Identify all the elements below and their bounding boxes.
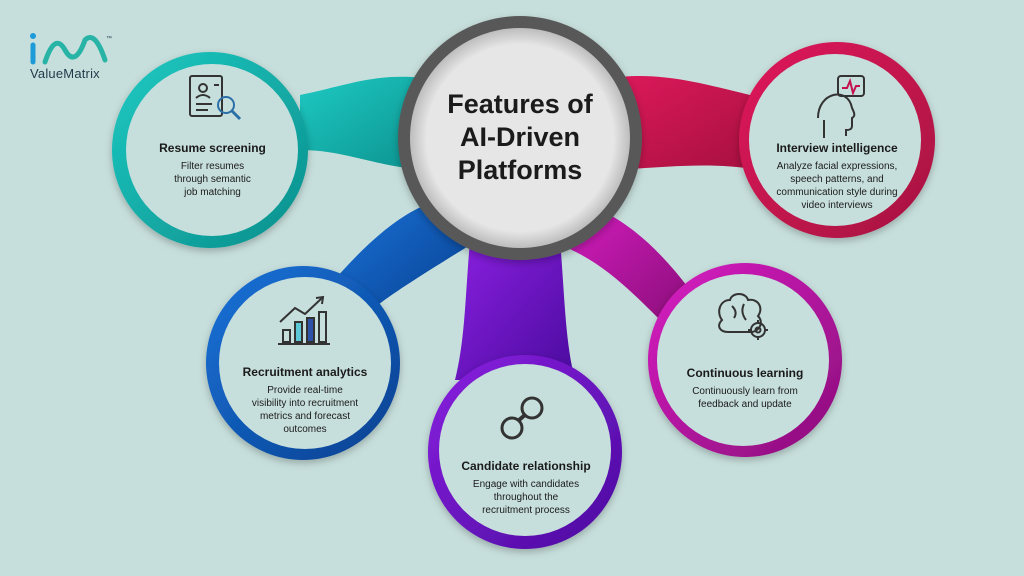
feature-desc-line: outcomes bbox=[283, 424, 327, 435]
feature-title: Recruitment analytics bbox=[242, 365, 368, 379]
feature-recruitment-analytics: Recruitment analytics Provide real-time … bbox=[228, 365, 382, 436]
feature-desc-line: communication style during bbox=[776, 187, 898, 198]
interview-disc bbox=[749, 54, 921, 226]
feature-desc: Analyze facial expressions, speech patte… bbox=[760, 160, 914, 212]
logo-wordmark: ValueMatrix bbox=[30, 66, 100, 81]
feature-desc-line: Engage with candidates bbox=[472, 479, 580, 490]
feature-desc-line: visibility into recruitment bbox=[251, 398, 359, 409]
feature-desc-line: speech patterns, and bbox=[790, 174, 884, 185]
feature-desc-line: video interviews bbox=[801, 200, 873, 211]
center-title-line-3: Platforms bbox=[457, 155, 583, 185]
feature-desc-line: Provide real-time bbox=[267, 385, 343, 396]
chain-link-icon bbox=[500, 396, 544, 440]
resume-search-icon bbox=[189, 75, 242, 121]
feature-title: Continuous learning bbox=[686, 366, 804, 380]
feature-interview-intelligence: Interview intelligence Analyze facial ex… bbox=[760, 141, 914, 212]
feature-desc: Provide real-time visibility into recrui… bbox=[228, 384, 382, 436]
feature-desc-line: feedback and update bbox=[698, 399, 792, 410]
feature-desc-line: Filter resumes bbox=[180, 161, 245, 172]
valuematrix-logo-mark bbox=[30, 33, 108, 65]
candidate-disc bbox=[439, 364, 611, 536]
feature-desc-line: throughout the bbox=[493, 492, 559, 503]
feature-desc-line: recruitment process bbox=[482, 505, 570, 516]
feature-continuous-learning: Continuous learning Continuously learn f… bbox=[670, 366, 820, 411]
logo-trademark: ™ bbox=[106, 36, 112, 42]
resume-disc bbox=[126, 64, 298, 236]
feature-title: Interview intelligence bbox=[776, 141, 898, 155]
center-title-line-2: AI-Driven bbox=[459, 122, 581, 152]
feature-desc-line: through semantic bbox=[174, 174, 251, 185]
center-hub-disc bbox=[410, 28, 630, 248]
brain-gear-icon bbox=[718, 293, 768, 340]
feature-title: Candidate relationship bbox=[461, 459, 591, 473]
feature-resume-screening: Resume screening Filter resumes through … bbox=[140, 141, 285, 199]
bar-chart-growth-icon bbox=[278, 295, 330, 345]
learning-disc bbox=[657, 274, 829, 446]
center-title-line-1: Features of bbox=[447, 89, 593, 119]
feature-desc-line: metrics and forecast bbox=[259, 411, 351, 422]
feature-desc-line: job matching bbox=[184, 187, 241, 198]
feature-desc-line: Continuously learn from bbox=[692, 386, 798, 397]
feature-desc: Continuously learn from feedback and upd… bbox=[670, 385, 820, 411]
center-title: Features of AI-Driven Platforms bbox=[410, 88, 630, 187]
connector-purple bbox=[455, 240, 575, 380]
feature-title: Resume screening bbox=[159, 141, 266, 155]
analytics-disc bbox=[219, 277, 391, 449]
feature-desc: Engage with candidates throughout the re… bbox=[450, 478, 602, 517]
feature-desc-line: Analyze facial expressions, bbox=[776, 161, 898, 172]
feature-desc: Filter resumes through semantic job matc… bbox=[140, 160, 285, 199]
feature-candidate-relationship: Candidate relationship Engage with candi… bbox=[450, 459, 602, 517]
head-speech-icon bbox=[817, 75, 865, 138]
